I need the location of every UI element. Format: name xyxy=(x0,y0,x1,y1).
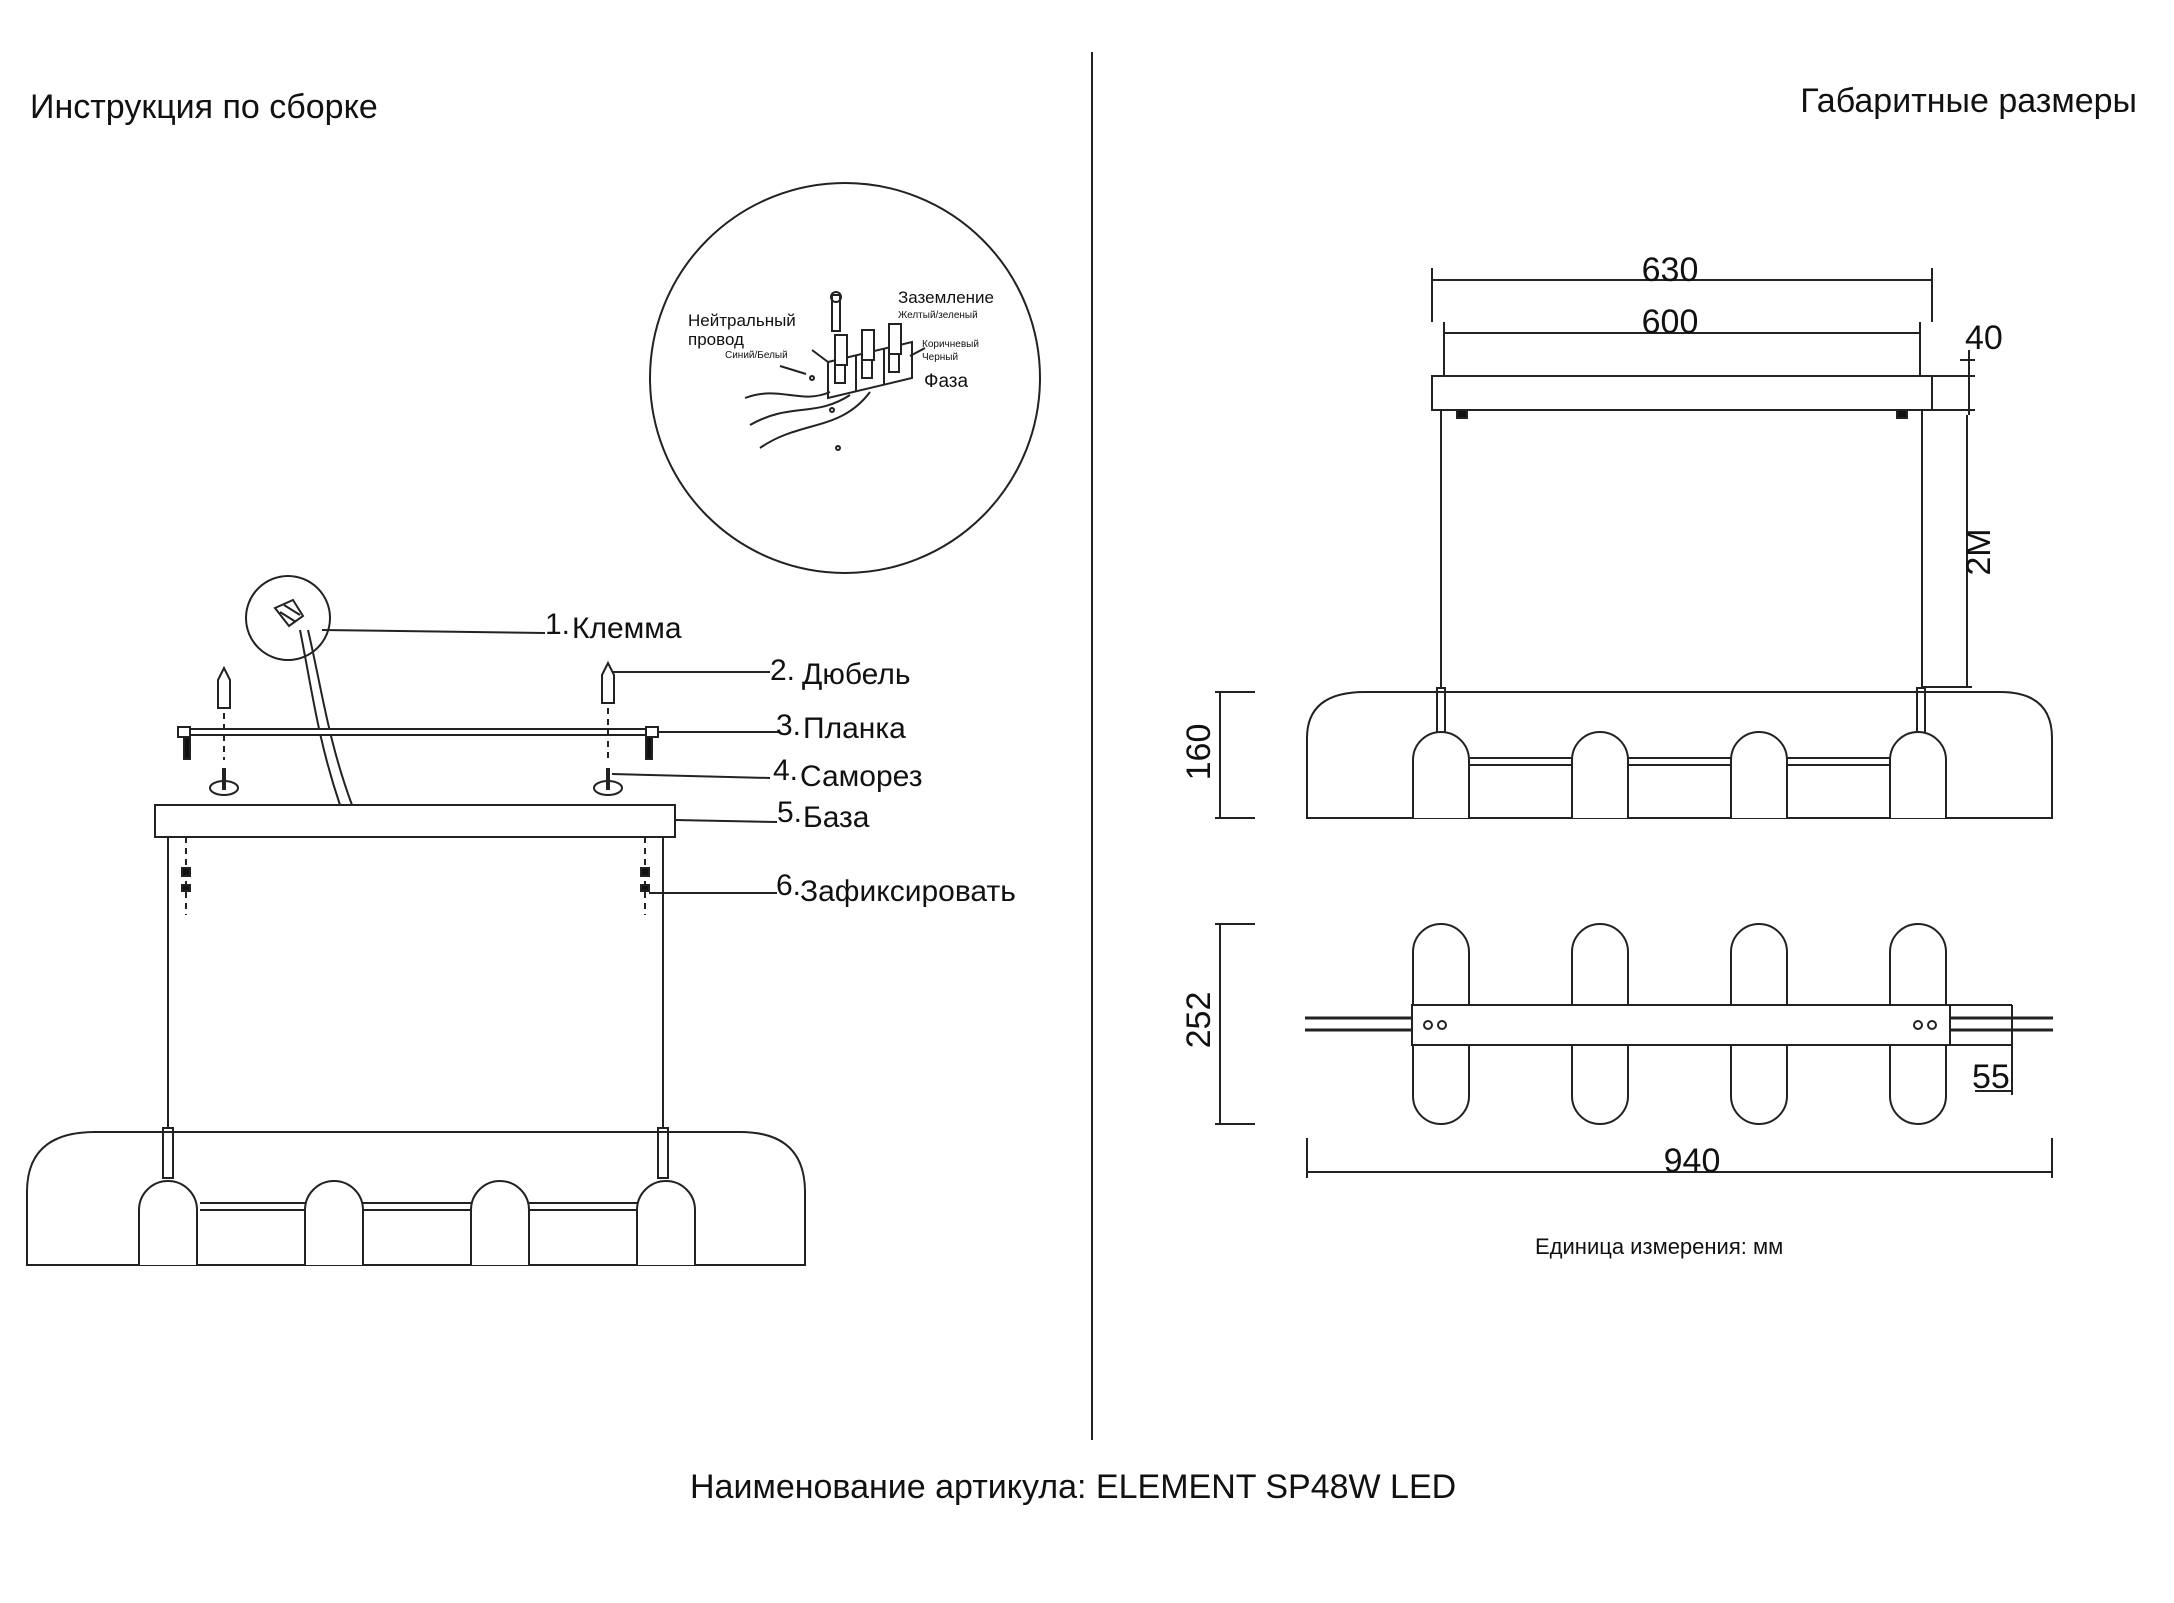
part-6-num: 6. xyxy=(776,869,801,902)
part-5-num: 5. xyxy=(777,796,802,829)
top-view xyxy=(1215,923,2053,1178)
part-6-label: Зафиксировать xyxy=(800,875,1016,908)
front-elevation xyxy=(1215,268,2053,819)
neutral-label: Нейтральный xyxy=(688,311,796,330)
part-5-label: База xyxy=(803,801,870,834)
part-2-label: Дюбель xyxy=(802,658,911,691)
assembly-title: Инструкция по сборке xyxy=(30,88,378,126)
dimensions-title: Габаритные размеры xyxy=(1800,82,2137,120)
callout-leaders xyxy=(321,629,780,894)
dim-600: 600 xyxy=(1642,303,1699,341)
part-4-num: 4. xyxy=(773,754,798,787)
part-3-num: 3. xyxy=(776,709,801,742)
units-note: Единица измерения: мм xyxy=(1535,1234,1783,1259)
neutral-color-label: Синий/Белый xyxy=(725,350,788,361)
part-1-label: Клемма xyxy=(572,612,682,645)
dim-252: 252 xyxy=(1180,992,1218,1049)
dim-40: 40 xyxy=(1965,319,2003,357)
wiring-detail: Нейтральный провод Синий/Белый Заземлени… xyxy=(649,182,1041,574)
phase-color-label: Коричневый xyxy=(922,339,979,350)
part-3-label: Планка xyxy=(803,712,906,745)
part-1-num: 1. xyxy=(545,608,570,641)
neutral-label-2: провод xyxy=(688,330,744,349)
dim-630: 630 xyxy=(1642,251,1699,289)
phase-label: Фаза xyxy=(924,371,969,392)
dim-2m: 2M xyxy=(1960,528,1998,575)
phase-color-label-2: Черный xyxy=(922,352,958,363)
dim-940: 940 xyxy=(1664,1142,1721,1180)
article-name: Наименование артикула: ELEMENT SP48W LED xyxy=(690,1468,1457,1506)
assembly-drawing xyxy=(26,575,806,1266)
dim-160: 160 xyxy=(1180,724,1218,781)
ground-color-label: Желтый/зеленый xyxy=(898,310,978,321)
ground-label: Заземление xyxy=(898,288,994,307)
part-2-num: 2. xyxy=(770,654,795,687)
dim-55: 55 xyxy=(1972,1058,2010,1096)
part-4-label: Саморез xyxy=(800,760,922,793)
